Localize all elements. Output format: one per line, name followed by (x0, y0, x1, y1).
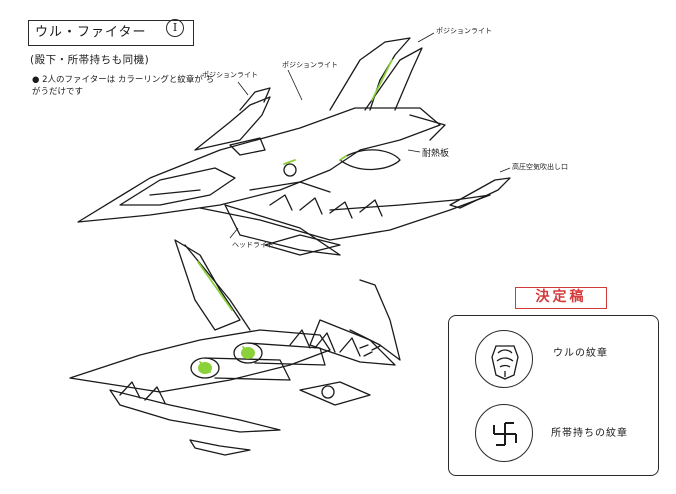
swastika-crest-icon (475, 404, 533, 462)
callout-position-light-left: ポジションライト (202, 71, 258, 79)
fighter-top-view (77, 37, 511, 256)
callout-heat-shield: 耐熱板 (422, 149, 450, 159)
ul-crest-icon (475, 330, 533, 388)
callout-position-light-mid: ポジションライト (282, 61, 338, 69)
sheet-note: ● 2人のファイターは カラーリングと紋章が ちがうだけです (32, 75, 215, 97)
emblem-label-household: 所帯持ちの紋章 (551, 428, 628, 439)
callout-headlight: ヘッドライト (232, 241, 274, 249)
emblem-label-ul: ウルの紋章 (553, 348, 608, 359)
callout-air-intake: 高圧空気吹出し口 (512, 163, 568, 171)
accent-lines-top (283, 59, 393, 165)
callout-leaders (229, 32, 511, 239)
sheet-note-text: 2人のファイターは カラーリングと紋章が ちがうだけです (32, 75, 215, 97)
sheet-title: ウル・ファイター (28, 20, 194, 46)
final-draft-stamp: 決定稿 (515, 287, 607, 309)
sheet-title-number: Ⅰ (166, 19, 184, 37)
swastika-crest-graphic (493, 422, 517, 446)
callout-position-light-top: ポジションライト (436, 27, 492, 35)
sheet-subtitle: (殿下・所帯持ちも同機) (30, 54, 150, 66)
fighter-bottom-view (69, 239, 401, 456)
sheet-title-text: ウル・ファイター (35, 25, 147, 40)
emblem-panel: ウルの紋章 所帯持ちの紋章 (448, 315, 659, 476)
ul-crest-graphic (491, 345, 519, 380)
engine-glow (198, 347, 255, 374)
